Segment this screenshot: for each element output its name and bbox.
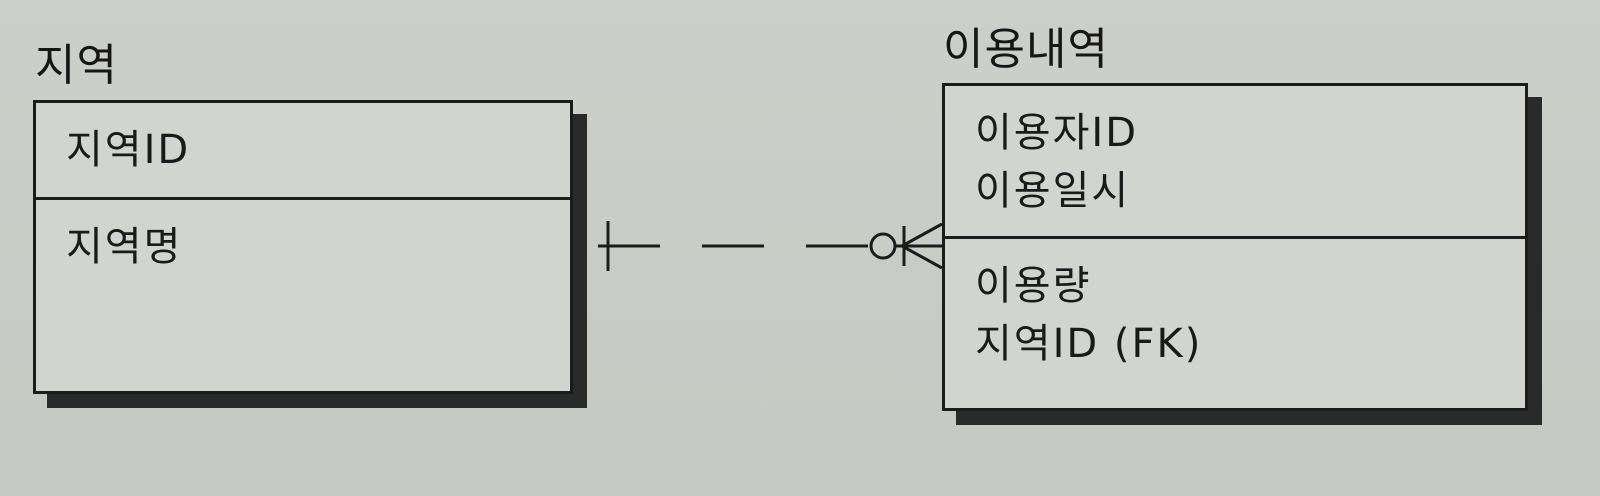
usage-attr-section: 이용량 지역ID (FK) — [945, 236, 1525, 373]
usage-attr: 지역ID (FK) — [975, 321, 1203, 367]
relationship-crowfoot-upper — [901, 222, 943, 248]
relationship-crowfoot-lower — [901, 244, 943, 270]
usage-pk-attr: 이용자ID — [975, 110, 1138, 156]
region-attr-section: 지역명 — [36, 197, 570, 276]
usage-attr: 이용량 — [975, 263, 1092, 309]
region-entity-box: 지역ID 지역명 — [33, 100, 573, 394]
usage-pk-attr: 이용일시 — [975, 168, 1131, 214]
usage-entity-title: 이용내역 — [943, 24, 1109, 75]
region-pk-section: 지역ID — [36, 103, 570, 197]
usage-pk-section: 이용자ID 이용일시 — [945, 86, 1525, 236]
usage-entity-box: 이용자ID 이용일시 이용량 지역ID (FK) — [942, 83, 1528, 411]
region-pk-attr: 지역ID — [66, 127, 191, 173]
relationship-zero-circle — [869, 232, 897, 260]
region-entity-title: 지역 — [35, 40, 118, 91]
region-attr: 지역명 — [66, 224, 183, 270]
